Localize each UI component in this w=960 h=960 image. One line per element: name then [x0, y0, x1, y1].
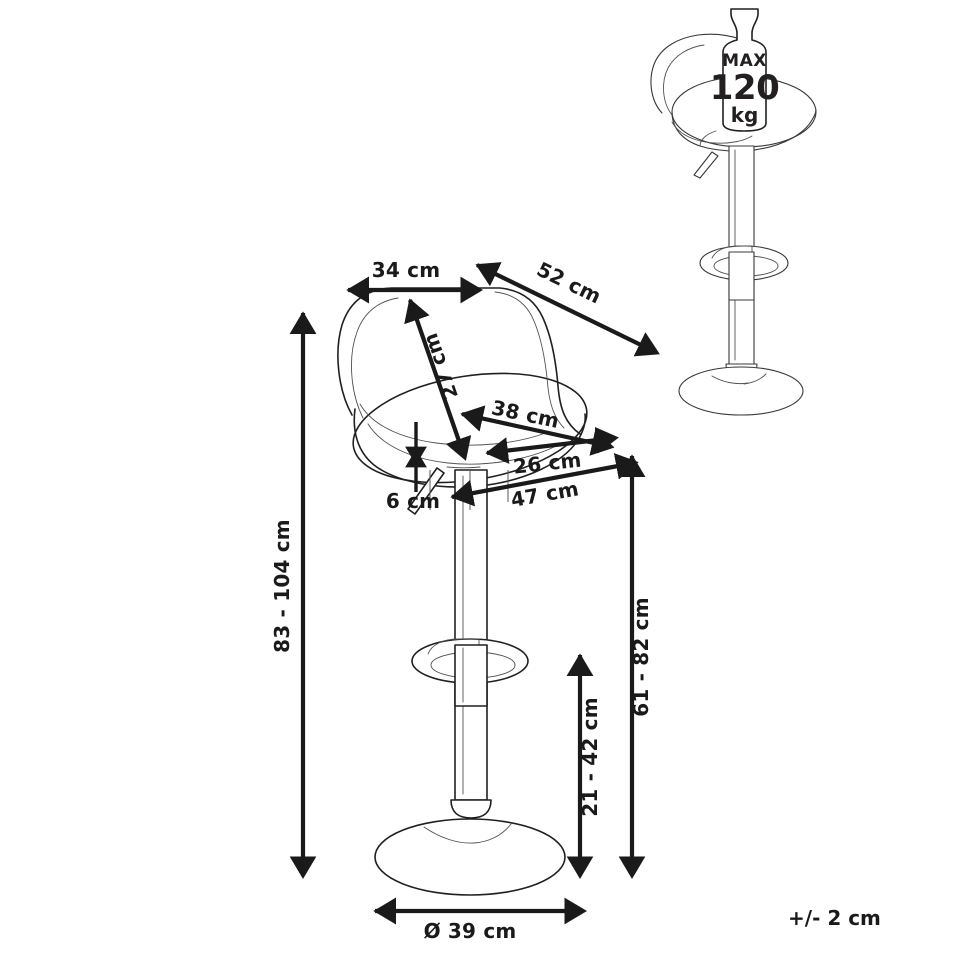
seat-width-label: 47 cm [509, 476, 581, 512]
reference-base-shade-1 [711, 375, 749, 385]
main-base-disc [374, 818, 566, 896]
weight-badge-shape [722, 8, 767, 132]
reference-stool-illustration: MAX 120 kg [650, 8, 817, 416]
main-column-front [454, 644, 488, 707]
main-base-shade-2 [473, 823, 512, 844]
main-base-hub [450, 799, 492, 819]
dimension-backrest-width: 34 cm [346, 258, 483, 304]
overall-depth-line [475, 262, 660, 357]
tolerance-note: +/- 2 cm [788, 906, 881, 930]
reference-base-shade-2 [743, 373, 767, 385]
reference-seat-joint [699, 130, 717, 147]
footrest-height-label: 21 - 42 cm [578, 697, 602, 817]
dimension-overall-depth: 52 cm [475, 257, 660, 357]
main-stool-illustration [337, 287, 588, 896]
seat-thickness-label: 6 cm [386, 489, 440, 513]
reference-base-disc [678, 366, 804, 416]
seat-height-label: 61 - 82 cm [629, 597, 653, 717]
backrest-width-label: 34 cm [372, 258, 441, 282]
max-load-badge: MAX 120 kg [710, 8, 780, 132]
reference-gas-lever [693, 151, 719, 179]
dimension-base-diameter: Ø 39 cm [373, 897, 587, 943]
main-base-shade-1 [423, 826, 475, 844]
reference-column-front [728, 251, 755, 301]
main-footrest-bracket [427, 638, 480, 655]
seat-width-line [450, 453, 639, 507]
overall-depth-label: 52 cm [533, 257, 605, 309]
reference-backrest-outer [650, 33, 741, 114]
dimension-seat-thickness: 6 cm [386, 422, 440, 513]
main-column [454, 469, 488, 801]
total-height-label: 83 - 104 cm [270, 519, 294, 653]
seat-depth-line [485, 426, 619, 464]
reference-seat-side [671, 109, 817, 152]
badge-value: 120 [710, 68, 779, 108]
badge-unit: kg [731, 103, 759, 127]
base-diameter-label: Ø 39 cm [424, 919, 517, 943]
dimension-footrest-height: 21 - 42 cm [566, 653, 602, 879]
dimension-total-height: 83 - 104 cm [270, 311, 317, 879]
reference-backrest-inner [663, 44, 705, 116]
badge-max-label: MAX [722, 51, 767, 71]
reference-footrest-bracket [711, 245, 753, 259]
main-gas-lever [407, 467, 445, 515]
main-backrest-inner-left [351, 297, 399, 419]
reference-seat-crease [671, 121, 753, 144]
dimension-seat-height: 61 - 82 cm [618, 454, 653, 879]
backrest-height-line [404, 298, 472, 461]
